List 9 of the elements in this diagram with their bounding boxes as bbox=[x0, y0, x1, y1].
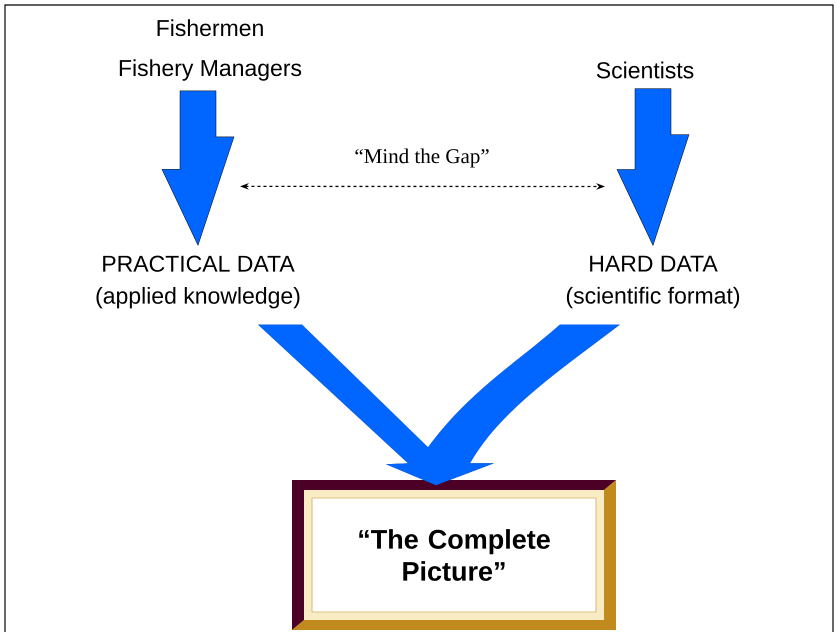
text-label: Fishermen Fishery Managers bbox=[120, 19, 302, 81]
text-label: HARD DATA (scientific format) bbox=[566, 256, 740, 308]
merging-arrow bbox=[258, 324, 620, 486]
text-label: Scientists bbox=[596, 62, 694, 78]
edge-label: “Mind the Gap” bbox=[355, 148, 489, 168]
block-arrow bbox=[616, 88, 690, 246]
block-arrow bbox=[162, 90, 234, 246]
picture-frame: “The Complete Picture” bbox=[292, 480, 616, 630]
text-label: PRACTICAL DATA (applied knowledge) bbox=[96, 256, 300, 308]
